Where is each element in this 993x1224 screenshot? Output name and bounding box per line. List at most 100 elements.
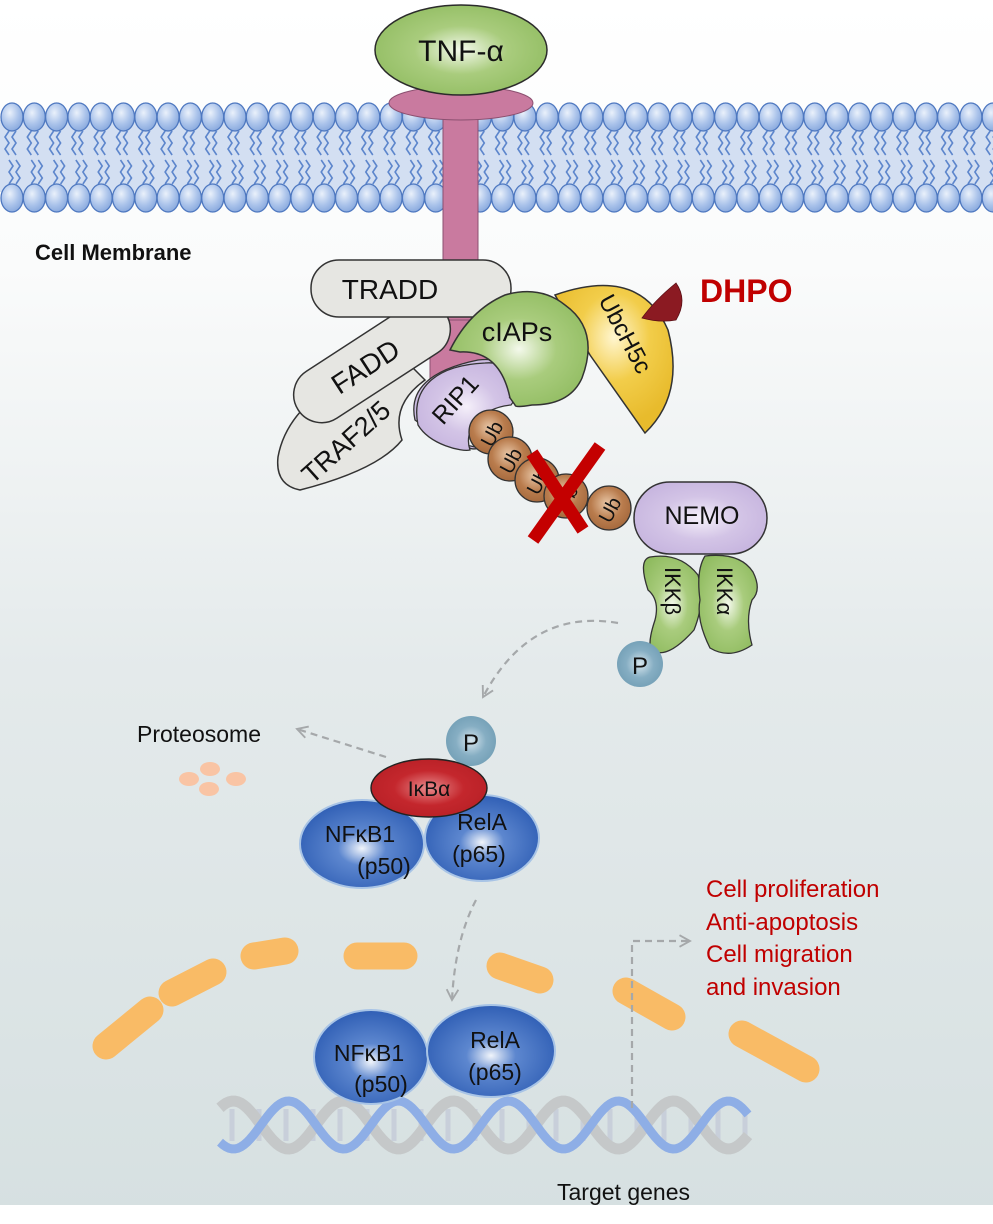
lipid-head (0, 102, 24, 132)
proteosome-label: Proteosome (137, 721, 261, 747)
lipid-head (780, 183, 805, 213)
lipid-tail (494, 130, 501, 156)
envelope-segment (486, 952, 554, 994)
lipid-tail (680, 130, 686, 156)
lipid-tail (4, 130, 10, 156)
lipid-head (624, 183, 649, 213)
lipid-tail (342, 159, 349, 185)
lipid-tail (234, 130, 240, 156)
ubch5c-protein: UbcH5c (553, 284, 674, 435)
lipid-tail (501, 130, 508, 156)
lipid-tail (26, 130, 33, 156)
ikk-beta-protein: IKKβ (642, 555, 702, 654)
lipid-tail (144, 130, 151, 156)
lipid-tail (204, 130, 211, 156)
lipid-tail (193, 159, 200, 185)
lipid-tail (684, 159, 690, 185)
lipid-tail (873, 130, 880, 156)
lipid-head (223, 102, 247, 132)
lipid-head (691, 102, 715, 132)
lipid-tail (922, 159, 929, 185)
lipid-head (134, 102, 158, 132)
lipid-tail (364, 159, 371, 185)
lipid-tail (903, 130, 909, 156)
lipid-tail (695, 130, 702, 156)
lipid-tail (55, 130, 62, 156)
dna-helix (216, 1095, 753, 1155)
lipid-tail (297, 159, 304, 185)
cell-membrane-label: Cell Membrane (35, 240, 192, 265)
lipid-tail (405, 130, 412, 156)
rela-shape (426, 1004, 556, 1098)
nemo-shape (633, 481, 768, 555)
lipid-tail (900, 159, 906, 185)
lipid-head (669, 102, 693, 132)
ikk-alpha-shape (698, 554, 758, 654)
lipid-tail (851, 130, 858, 156)
lipid-tail (706, 159, 713, 185)
nuclear-envelope (92, 937, 820, 1083)
p65-label: (p65) (452, 841, 506, 867)
lipid-head (178, 183, 203, 213)
lipid-tail (48, 130, 55, 156)
lipid-tail (141, 159, 148, 185)
lipid-head (67, 102, 91, 132)
lipid-tail (639, 159, 646, 185)
lipid-tail (724, 130, 731, 156)
lipid-tail (282, 159, 289, 185)
lipid-tail (806, 130, 813, 156)
lipid-head (647, 183, 671, 213)
lipid-tail (119, 159, 126, 185)
lipid-tail (8, 159, 14, 185)
ciaps-shape (448, 290, 589, 408)
lipid-tail (238, 159, 244, 185)
lipid-tail (572, 159, 579, 185)
lipid-tail (855, 159, 862, 185)
lipid-head (357, 102, 381, 132)
lipid-tail (412, 130, 419, 156)
lipid-tail (327, 159, 334, 185)
lipid-tail (293, 130, 300, 156)
lipid-tail (929, 159, 936, 185)
lipid-tail (657, 130, 664, 156)
lipid-tail (215, 159, 222, 185)
lipid-head (513, 183, 537, 213)
lipid-tail (565, 159, 572, 185)
tnf-alpha-ligand: TNF-α (374, 4, 548, 96)
lipid-head (535, 102, 559, 132)
lipid-head (758, 102, 782, 132)
lipid-tail (543, 159, 550, 185)
lipid-tail (438, 159, 445, 185)
lipid-head (290, 102, 314, 132)
lipid-head (22, 102, 46, 132)
lipid-tail (371, 159, 378, 185)
lipid-head (624, 102, 649, 132)
lipid-head (245, 102, 269, 132)
lipid-tail (498, 159, 505, 185)
lipid-head (357, 183, 381, 213)
lipid-tail (746, 130, 753, 156)
tradd-shape (310, 259, 512, 318)
lipid-tail (840, 159, 847, 185)
lipid-tail (962, 130, 969, 156)
lipid-tail (635, 130, 642, 156)
lipid-head (535, 183, 559, 213)
lipid-tail (97, 159, 104, 185)
lipid-tail (836, 130, 843, 156)
ubch5c-shape (553, 284, 674, 435)
lipid-tail (813, 130, 820, 156)
lipid-head (959, 102, 983, 132)
lipid-head (245, 183, 269, 213)
lipid-tail (610, 159, 617, 185)
dhpo-label: DHPO (700, 273, 792, 309)
ciaps-label: cIAPs (482, 317, 553, 347)
target-genes-label: Target genes (557, 1179, 690, 1205)
lipid-head (936, 183, 961, 213)
lipid-tail (338, 130, 345, 156)
lipid-head (267, 102, 292, 132)
tnf-alpha-shape (374, 4, 548, 96)
lipid-head (602, 102, 626, 132)
outcome-item: Cell migration (706, 941, 853, 968)
